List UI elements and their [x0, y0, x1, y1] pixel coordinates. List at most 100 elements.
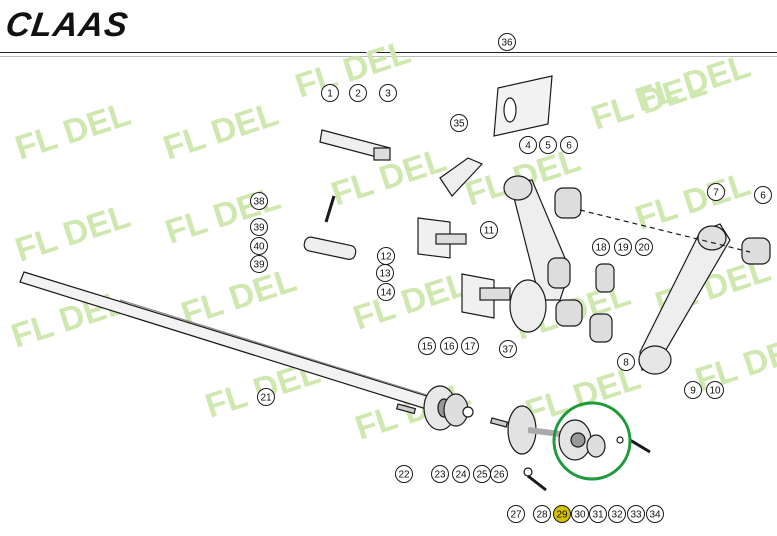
callout-label: 16: [443, 342, 455, 353]
callout-8: 8: [617, 353, 635, 371]
mount-plate-upper: [417, 217, 451, 259]
callout-label: 12: [380, 252, 392, 263]
callout-label: 39: [253, 223, 265, 234]
callout-label: 26: [493, 470, 505, 481]
callout-34: 34: [646, 505, 664, 523]
callout-25: 25: [473, 465, 491, 483]
watermark-text: FL DEL: [177, 261, 301, 334]
header-rule-light: [0, 56, 777, 57]
callout-27: 27: [507, 505, 525, 523]
callout-label: 10: [709, 386, 721, 397]
callout-19: 19: [614, 238, 632, 256]
callout-label: 8: [623, 358, 629, 369]
callout-40: 40: [250, 237, 268, 255]
callout-label: 3: [385, 89, 391, 100]
callout-label: 28: [536, 510, 548, 521]
callout-label: 17: [464, 342, 476, 353]
gasket: [439, 157, 484, 197]
callout-label: 22: [398, 470, 410, 481]
callout-label: 39: [253, 260, 265, 271]
callout-26: 26: [490, 465, 508, 483]
callout-label: 40: [253, 242, 265, 253]
callout-24: 24: [452, 465, 470, 483]
callout-39: 39: [250, 218, 268, 236]
callout-33: 33: [627, 505, 645, 523]
watermark-text: FL DEL: [349, 265, 473, 338]
callout-11: 11: [480, 221, 498, 239]
callout-label: 19: [617, 243, 629, 254]
callout-label: 6: [760, 191, 766, 202]
callout-label: 4: [525, 141, 531, 152]
callout-label: 21: [260, 393, 272, 404]
mount-plate-lower: [461, 273, 495, 319]
callout-label: 30: [574, 510, 586, 521]
callout-2: 2: [349, 84, 367, 102]
callout-label: 18: [595, 243, 607, 254]
callout-label: 37: [502, 345, 514, 356]
callout-label: 11: [484, 226, 495, 237]
callout-6: 6: [560, 136, 578, 154]
callout-label: 15: [421, 342, 433, 353]
callout-10: 10: [706, 381, 724, 399]
callout-label: 6: [566, 141, 572, 152]
callout-label: 36: [501, 38, 513, 49]
callout-7: 7: [707, 183, 725, 201]
callout-label: 20: [638, 243, 650, 254]
callout-29: 29: [553, 505, 571, 523]
callout-14: 14: [377, 283, 395, 301]
callout-label: 5: [545, 141, 551, 152]
callout-20: 20: [635, 238, 653, 256]
parts-drawing: [19, 75, 771, 492]
callout-label: 14: [380, 288, 392, 299]
callout-1: 1: [321, 84, 339, 102]
callout-label: 1: [327, 89, 333, 100]
callout-label: 2: [355, 89, 361, 100]
header-rule: [0, 52, 777, 53]
callout-3: 3: [379, 84, 397, 102]
callout-32: 32: [608, 505, 626, 523]
watermark-text: FL DEL: [631, 47, 755, 120]
callout-label: 24: [455, 470, 467, 481]
callout-30: 30: [571, 505, 589, 523]
callout-9: 9: [684, 381, 702, 399]
callout-18: 18: [592, 238, 610, 256]
callout-4: 4: [519, 136, 537, 154]
callout-17: 17: [461, 337, 479, 355]
callout-38: 38: [250, 192, 268, 210]
watermark-text: FL DEL: [11, 95, 135, 168]
callout-6: 6: [754, 186, 772, 204]
callout-label: 27: [510, 510, 522, 521]
callout-15: 15: [418, 337, 436, 355]
callout-22: 22: [395, 465, 413, 483]
callout-label: 33: [630, 510, 642, 521]
callout-label: 38: [253, 197, 265, 208]
callout-label: 23: [434, 470, 446, 481]
callout-16: 16: [440, 337, 458, 355]
callout-21: 21: [257, 388, 275, 406]
watermark-text: FL DEL: [159, 95, 283, 168]
callout-12: 12: [377, 247, 395, 265]
callout-39: 39: [250, 255, 268, 273]
highlight-ring: [552, 401, 632, 481]
callout-label: 9: [690, 386, 696, 397]
callout-37: 37: [499, 340, 517, 358]
callout-label: 29: [556, 510, 568, 521]
watermark-text: FL DEL: [631, 165, 755, 238]
callout-label: 7: [713, 188, 719, 199]
callout-23: 23: [431, 465, 449, 483]
pin-shaft: [303, 236, 357, 260]
watermark-text: FL DEL: [11, 197, 135, 270]
callout-28: 28: [533, 505, 551, 523]
callout-13: 13: [376, 264, 394, 282]
callout-label: 32: [611, 510, 623, 521]
watermark-text: FL DEL: [161, 179, 285, 252]
callout-31: 31: [589, 505, 607, 523]
callout-label: 13: [379, 269, 391, 280]
watermark-text: FL DEL: [691, 327, 777, 400]
callout-label: 34: [649, 510, 661, 521]
cam-disc: [509, 279, 547, 333]
callout-label: 31: [592, 510, 604, 521]
callout-label: 25: [476, 470, 488, 481]
